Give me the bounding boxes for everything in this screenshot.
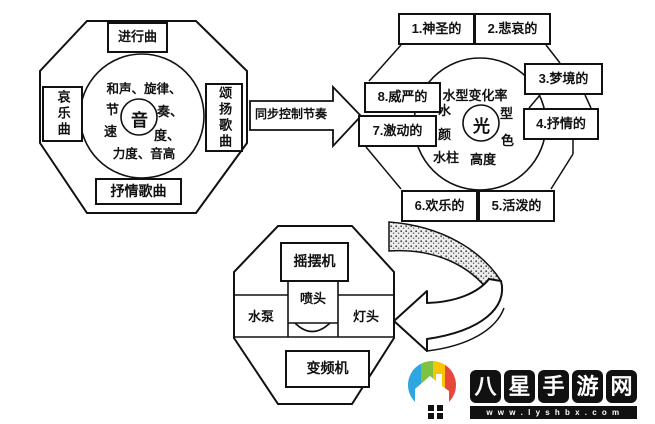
light-attr-color-left: 颜 — [438, 127, 452, 142]
mood-box-connectors — [365, 44, 592, 190]
sync-arrow-icon — [249, 84, 363, 149]
watermark-char-1: 八 — [470, 370, 501, 403]
watermark-char-3: 手 — [538, 370, 569, 403]
mood-box-excited: 7.激动的 — [358, 115, 437, 147]
mood-box-dreamy: 3.梦境的 — [524, 63, 603, 95]
device-octagon-outline — [233, 225, 395, 405]
sync-arrow-label: 同步控制节奏 — [254, 107, 327, 121]
light-center-circle — [462, 104, 500, 142]
device-compartment-lines — [234, 282, 394, 338]
mood-box-majestic: 8.威严的 — [364, 82, 441, 113]
device-box-frequency-converter: 变频机 — [285, 350, 370, 388]
light-attr-height: 高度 — [470, 152, 497, 167]
music-attr-line4: 力度、音高 — [112, 147, 176, 161]
device-label-lamp-head: 灯头 — [352, 309, 379, 324]
genre-box-lyric-song: 抒情歌曲 — [95, 178, 182, 205]
device-label-nozzle: 喷头 — [299, 291, 326, 306]
mood-box-lively: 5.活泼的 — [478, 190, 555, 222]
music-center-label: 音 — [131, 111, 148, 130]
device-box-swing-machine: 摇摆机 — [280, 242, 349, 282]
watermark-char-4: 游 — [572, 370, 603, 403]
feedback-arrow-icon — [388, 221, 505, 352]
light-attr-shape: 型 — [500, 106, 514, 121]
music-attr-rhythm-left: 节 — [106, 102, 120, 117]
genre-box-praise-song: 颂扬歌曲 — [205, 83, 243, 152]
nozzle-arc — [294, 322, 331, 333]
mood-box-sorrowful: 2.悲哀的 — [474, 13, 551, 45]
watermark-char-2: 星 — [504, 370, 535, 403]
music-attr-rhythm-right: 奏、 — [157, 104, 184, 119]
mood-box-lyrical: 4.抒情的 — [523, 108, 599, 140]
light-attr-color-right: 色 — [501, 133, 515, 148]
light-center-label: 光 — [473, 117, 490, 136]
music-attr-line1: 和声、旋律、 — [106, 82, 182, 96]
music-attr-tempo-left: 速 — [104, 124, 118, 139]
light-attr-water: 水 — [438, 103, 452, 118]
device-label-water-pump: 水泵 — [247, 309, 274, 324]
mood-box-sacred: 1.神圣的 — [398, 13, 475, 45]
music-attr-tempo-right: 度、 — [154, 128, 181, 143]
genre-box-dirge: 哀乐曲 — [42, 86, 83, 142]
music-octagon-outline — [39, 20, 248, 214]
watermark-char-5: 网 — [606, 370, 637, 403]
mood-box-joyful: 6.欢乐的 — [401, 190, 478, 222]
logo-pixel-squares — [428, 405, 443, 419]
light-attr-change-rate: 水型变化率 — [442, 88, 508, 103]
genre-box-march: 进行曲 — [107, 22, 168, 53]
light-attr-water-column: 水柱 — [433, 150, 460, 165]
music-center-circle — [120, 98, 158, 136]
site-logo-icon — [408, 361, 456, 419]
watermark-domain: w w w . l y s h b x . c o m — [470, 406, 637, 419]
